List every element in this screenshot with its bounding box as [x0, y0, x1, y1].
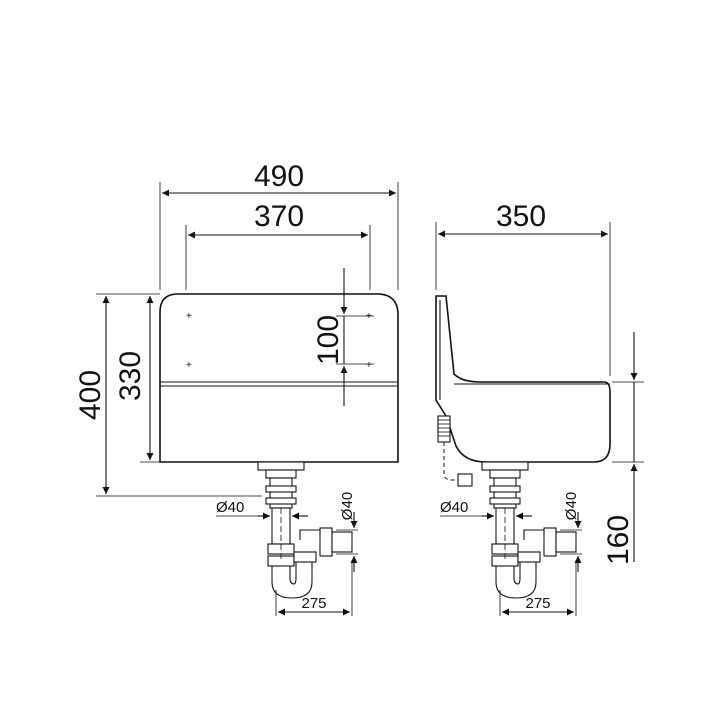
svg-text:+: + [186, 360, 192, 371]
dim-330-label: 330 [114, 351, 147, 401]
svg-text:+: + [366, 311, 372, 322]
svg-text:+: + [186, 311, 192, 322]
dim-100-label: 100 [312, 315, 345, 365]
front-dia40-h-label: Ø40 [216, 499, 244, 516]
front-dia40-v-label: Ø40 [339, 492, 356, 520]
svg-text:+: + [366, 360, 372, 371]
dim-160-label: 160 [602, 515, 635, 565]
dim-350-label: 350 [496, 200, 546, 233]
front-275-label: 275 [301, 595, 326, 612]
side-dia40-v-label: Ø40 [563, 492, 580, 520]
side-overflow-hose [437, 415, 473, 487]
front-view: + + + + [159, 293, 399, 599]
dim-370-label: 370 [254, 200, 304, 233]
dim-490-label: 490 [254, 160, 304, 193]
front-dimensions: 490 370 400 330 100 Ø40 Ø40 [74, 160, 399, 616]
side-view [435, 295, 611, 599]
side-dia40-h-label: Ø40 [440, 499, 468, 516]
front-mounting-holes: + + + + [186, 311, 372, 371]
side-waste-outlet [481, 461, 577, 599]
dim-400-label: 400 [74, 370, 107, 420]
side-sink-body [435, 295, 611, 463]
front-sink-body [159, 293, 399, 463]
front-waste-outlet [257, 461, 353, 599]
side-275-label: 275 [525, 595, 550, 612]
side-dimensions: 350 160 Ø40 Ø40 275 [435, 200, 644, 616]
